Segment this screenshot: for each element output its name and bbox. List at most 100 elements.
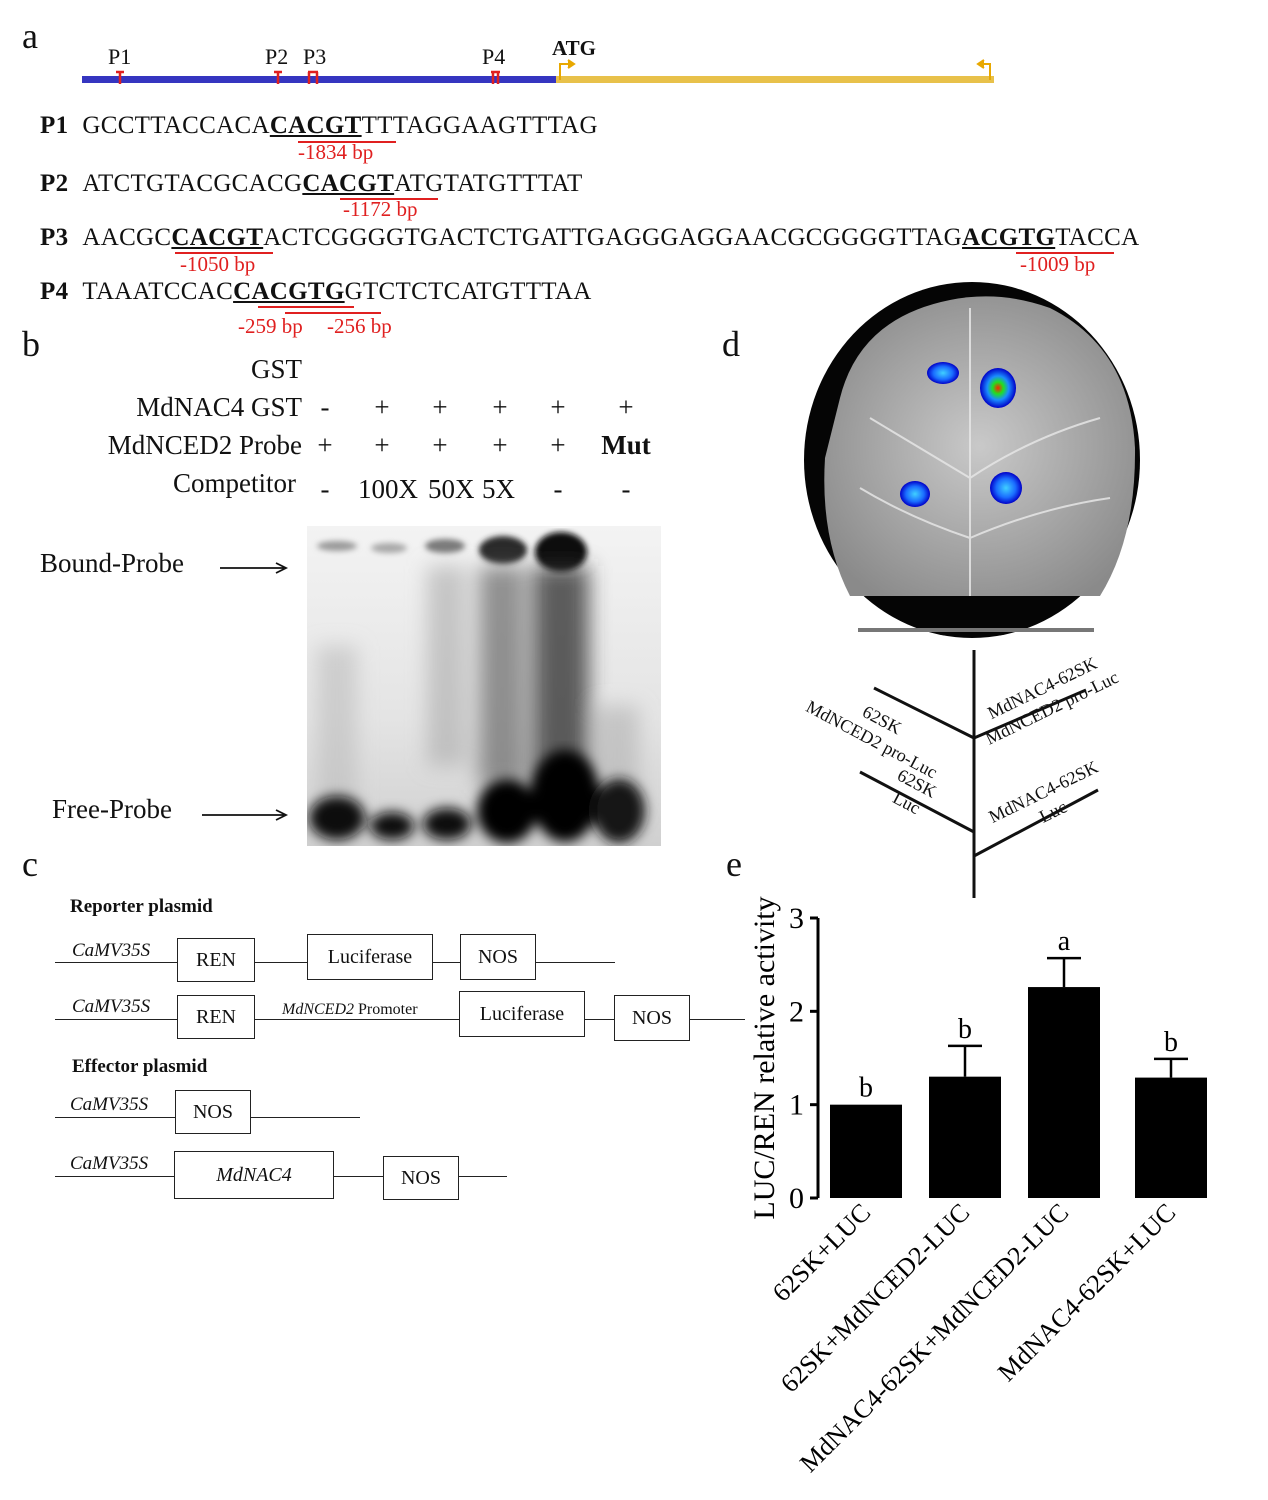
- ren-box: REN: [177, 938, 255, 982]
- sequence-p1: P1 GCCTTACCACACACGTTTTAGGAAGTTTAG: [40, 112, 598, 140]
- x-tick-label: 62SK+MdNCED2-LUC: [775, 1198, 975, 1398]
- sequence-post: GTCTCTCATGTTTAA: [344, 278, 592, 305]
- cell: +: [432, 430, 448, 460]
- promoter-bar: [82, 76, 556, 83]
- promoter-text: Promoter: [354, 1001, 418, 1018]
- reporter-plasmid-title: Reporter plasmid: [70, 896, 213, 917]
- motif-underline: [340, 198, 438, 200]
- site-label-p2: P2: [265, 44, 289, 69]
- motif-underline: [285, 312, 381, 314]
- row-label-mdnac4-gst: MdNAC4 GST: [136, 392, 302, 422]
- row-label-gst: GST: [250, 354, 302, 384]
- plasmid-line: [55, 1019, 745, 1020]
- sequence-motif: CACGTG: [233, 278, 345, 305]
- luciferase-box: Luciferase: [307, 934, 433, 980]
- significance-letter: b: [958, 1014, 972, 1045]
- site-label-p3: P3: [303, 44, 327, 69]
- sequence-pre: TAAATCCAC: [82, 278, 234, 305]
- cell: +: [432, 392, 448, 422]
- bar: [830, 1104, 902, 1198]
- atg-label: ATG: [552, 36, 596, 60]
- cell: -: [621, 474, 631, 504]
- nos-box: NOS: [460, 934, 536, 980]
- sequence-tag: P1: [40, 112, 69, 139]
- sequence-post: TTTAGGAAGTTTAG: [361, 112, 598, 139]
- free-probe-label: Free-Probe: [52, 794, 172, 824]
- ren-box: REN: [177, 995, 255, 1039]
- sequence-post: ATGTATGTTTAT: [394, 170, 583, 197]
- panel-letter-a: a: [22, 16, 38, 56]
- cell: -: [553, 474, 563, 504]
- cell: +: [550, 392, 566, 422]
- panel-letter-c: c: [22, 844, 38, 884]
- luciferase-box: Luciferase: [459, 991, 585, 1037]
- panel-letter-d: d: [722, 324, 740, 364]
- sequence-pre: ATCTGTACGCACG: [82, 170, 303, 197]
- cell: +: [618, 392, 634, 422]
- cell: +: [492, 430, 508, 460]
- atg-arrow-icon: [559, 59, 991, 80]
- motif-underline: [1016, 252, 1114, 254]
- position-label: -1834 bp: [298, 140, 374, 164]
- sequence-tag: P4: [40, 278, 69, 305]
- sequence-motif-2: ACGTG: [962, 224, 1056, 251]
- camv35s-label: CaMV35S: [72, 940, 151, 961]
- sequence-motif: CACGT: [302, 170, 395, 197]
- sequence-pre: AACGC: [82, 224, 172, 251]
- cell: 50X: [428, 474, 475, 504]
- nos-box: NOS: [614, 995, 690, 1041]
- panel-letter-e: e: [726, 844, 742, 884]
- sequence-pre: GCCTTACCACA: [82, 112, 270, 139]
- nos-box: NOS: [383, 1156, 459, 1200]
- camv35s-label: CaMV35S: [72, 996, 151, 1017]
- arrow-right-icon: [202, 809, 289, 821]
- cell: +: [374, 392, 390, 422]
- position-label: -259 bp: [238, 314, 303, 338]
- panel-letter-b: b: [22, 324, 40, 364]
- motif-underline: [175, 252, 273, 254]
- position-label: -256 bp: [327, 314, 392, 338]
- row-label-competitor: Competitor: [173, 468, 296, 498]
- infiltration-diagram: [859, 650, 1099, 898]
- promoter-label: MdNCED2 Promoter: [282, 1001, 418, 1019]
- promoter-map: [82, 59, 994, 84]
- camv35s-label: CaMV35S: [70, 1153, 149, 1174]
- site-label-p1: P1: [108, 44, 132, 69]
- bar: [1135, 1077, 1207, 1198]
- arrow-right-icon: [220, 562, 289, 574]
- cell: +: [550, 430, 566, 460]
- effector-plasmid-title: Effector plasmid: [72, 1056, 208, 1077]
- position-label: -1050 bp: [180, 252, 256, 276]
- cell: -: [320, 392, 330, 422]
- sequence-motif: CACGT: [269, 112, 362, 139]
- emsa-gel-image: [307, 526, 661, 846]
- site-markers: [116, 70, 500, 84]
- y-tick-label: 3: [789, 902, 804, 935]
- row-label-probe: MdNCED2 Probe: [107, 430, 302, 460]
- sequence-post: TACCA: [1055, 224, 1140, 251]
- significance-letter: a: [1058, 926, 1071, 957]
- x-tick-label: MdNAC4-62SK+LUC: [992, 1198, 1181, 1387]
- mdnced2-italic: MdNCED2: [282, 1001, 354, 1018]
- nos-box: NOS: [175, 1090, 251, 1134]
- luciferase-leaf-image: [804, 282, 1140, 638]
- sequence-tag: P3: [40, 224, 69, 251]
- motif-underline: [298, 141, 396, 143]
- position-label: -1009 bp: [1020, 252, 1096, 276]
- cell-mut: Mut: [601, 430, 651, 460]
- cell: +: [492, 392, 508, 422]
- bound-probe-label: Bound-Probe: [40, 548, 184, 578]
- cell: 100X: [358, 474, 418, 504]
- significance-letter: b: [859, 1073, 873, 1104]
- y-tick-label: 0: [789, 1182, 804, 1215]
- x-tick-label: 62SK+LUC: [767, 1198, 877, 1308]
- sequence-motif: CACGT: [171, 224, 264, 251]
- cell: 5X: [482, 474, 515, 504]
- sequence-p4: P4 TAAATCCACCACGTGGTCTCTCATGTTTAA: [40, 278, 592, 306]
- y-tick-label: 2: [789, 995, 804, 1028]
- gene-bar: [556, 76, 994, 83]
- mdnac4-box: MdNAC4: [174, 1151, 334, 1199]
